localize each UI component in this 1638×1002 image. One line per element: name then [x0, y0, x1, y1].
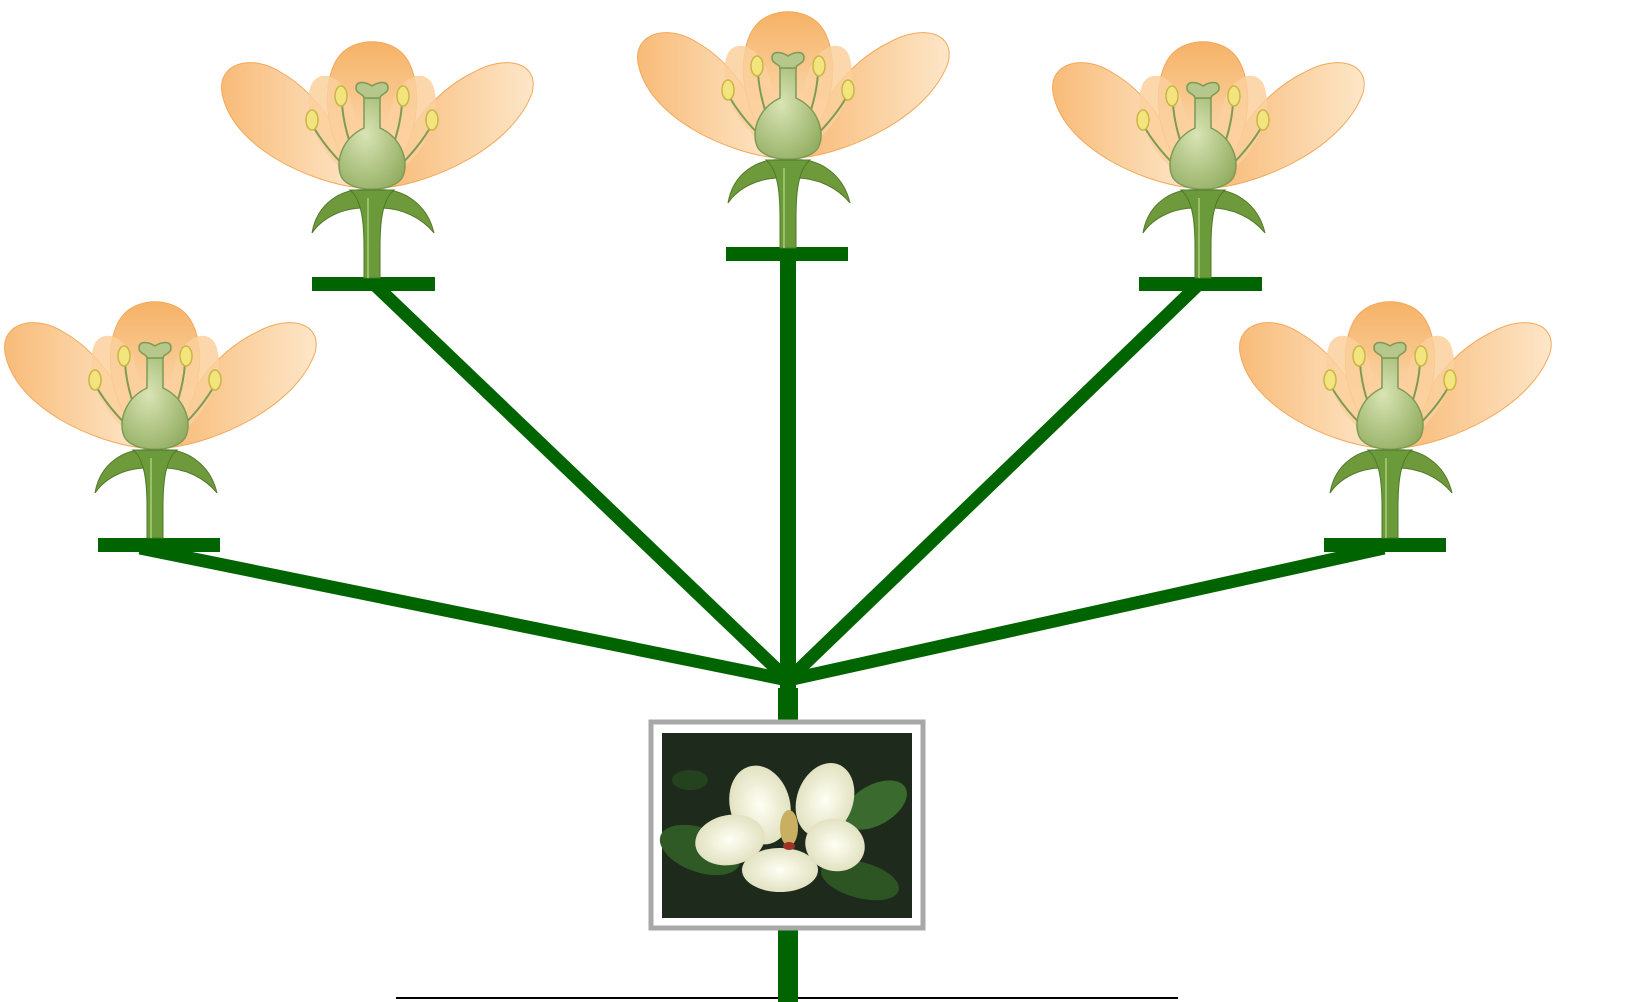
flower-diagram-icon: [3, 300, 318, 539]
magnolia-photo: [648, 719, 926, 931]
branch-1: [138, 541, 790, 687]
flower-diagram-icon: [1238, 300, 1553, 539]
flower-diagram-icon: [1051, 40, 1366, 279]
branch-5: [786, 541, 1386, 687]
tree-branches: [98, 247, 1446, 1002]
branch-2: [370, 280, 793, 685]
branch-4: [783, 280, 1203, 685]
flower-diagram-icon: [220, 40, 535, 279]
flower-diagram-icon: [636, 10, 951, 249]
